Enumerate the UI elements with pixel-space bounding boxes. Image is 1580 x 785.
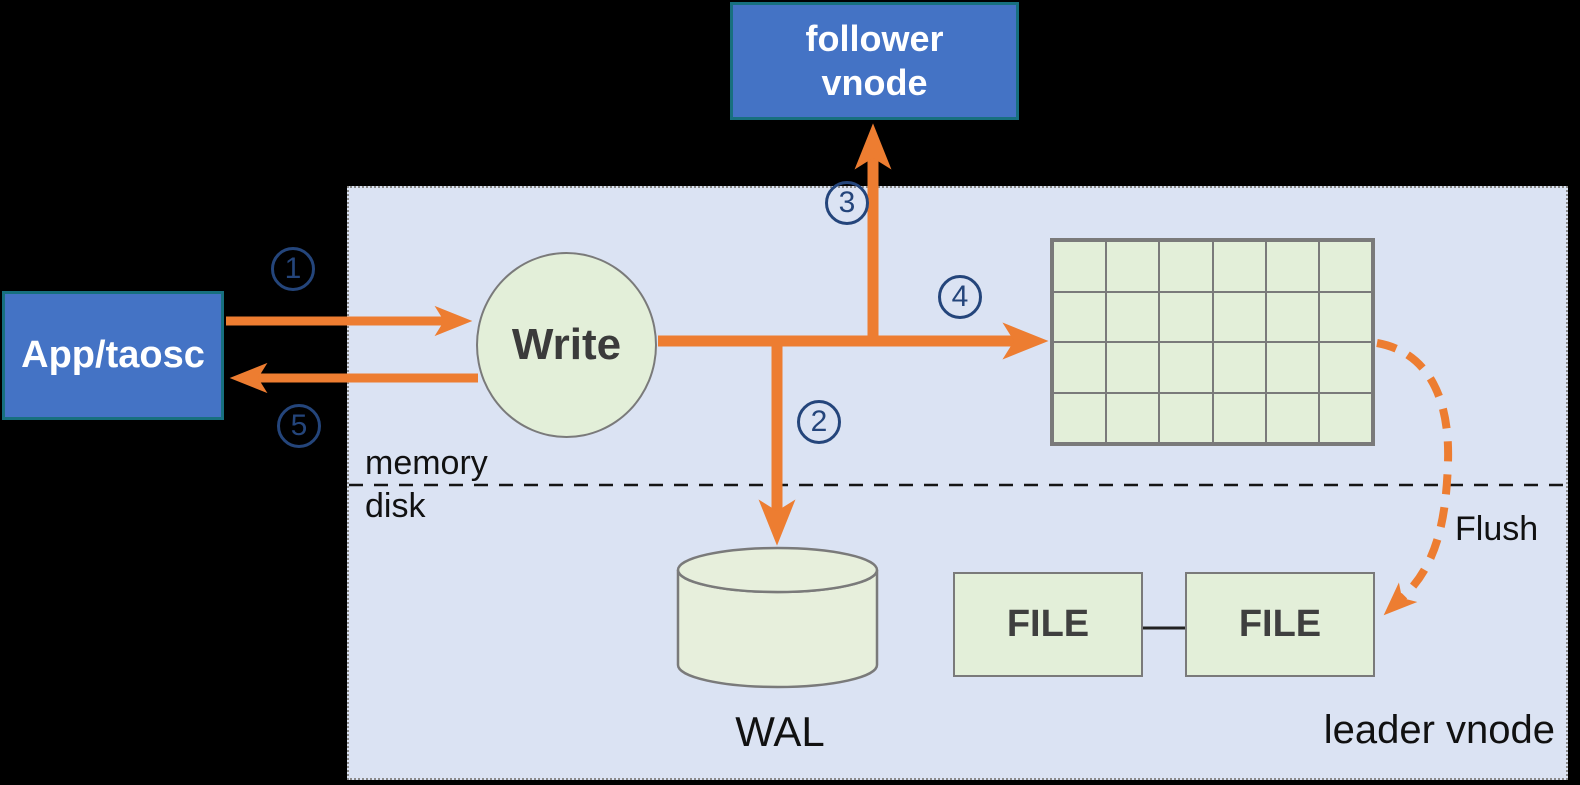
follower-vnode-label-line2: vnode [821, 62, 928, 103]
step-4-badge: 4 [938, 275, 982, 319]
memtable-cell [1212, 392, 1266, 443]
leader-vnode-label: leader vnode [1323, 708, 1555, 752]
memtable-cell [1318, 342, 1372, 393]
step-5-number: 5 [290, 409, 308, 442]
memtable-cell [1212, 342, 1266, 393]
memtable-cell [1159, 392, 1213, 443]
step-5-badge: 5 [277, 404, 321, 448]
file-box-2-label: FILE [1238, 603, 1322, 645]
memtable-cell [1053, 342, 1107, 393]
memtable-cell [1318, 392, 1372, 443]
memtable-cell [1053, 241, 1107, 292]
memtable-cell [1159, 291, 1213, 342]
memtable-grid [1050, 238, 1375, 446]
follower-vnode-node: follower vnode [730, 2, 1019, 120]
memtable-cell [1106, 241, 1160, 292]
memtable-cell [1212, 241, 1266, 292]
app-taosc-label: App/taosc [21, 334, 205, 376]
step-4-number: 4 [951, 280, 969, 313]
step-1-badge: 1 [271, 247, 315, 291]
write-node-label: Write [511, 320, 622, 369]
memtable-cell [1265, 291, 1319, 342]
memtable-cell [1318, 241, 1372, 292]
step-1-number: 1 [284, 252, 302, 285]
memory-label: memory [365, 444, 488, 482]
wal-label: WAL [735, 708, 825, 755]
disk-label: disk [365, 487, 426, 525]
step-2-number: 2 [810, 405, 828, 438]
file-box-1: FILE [953, 572, 1143, 677]
memtable-cell [1159, 241, 1213, 292]
memtable-cell [1318, 291, 1372, 342]
memtable-cell [1212, 291, 1266, 342]
app-taosc-node: App/taosc [2, 291, 224, 420]
memtable-cell [1106, 291, 1160, 342]
memtable-cell [1265, 241, 1319, 292]
memtable-cell [1159, 342, 1213, 393]
memtable-cell [1106, 392, 1160, 443]
memtable-cell [1053, 392, 1107, 443]
file-box-1-label: FILE [1006, 603, 1090, 645]
step-2-badge: 2 [797, 400, 841, 444]
follower-vnode-label-line1: follower [805, 18, 944, 60]
write-node: Write [476, 252, 657, 438]
step-3-badge: 3 [825, 181, 869, 225]
file-box-2: FILE [1185, 572, 1375, 677]
memtable-cell [1053, 291, 1107, 342]
step-3-number: 3 [838, 186, 856, 219]
memtable-cell [1265, 342, 1319, 393]
flush-label: Flush [1455, 510, 1539, 548]
memtable-cell [1106, 342, 1160, 393]
memtable-cell [1265, 392, 1319, 443]
